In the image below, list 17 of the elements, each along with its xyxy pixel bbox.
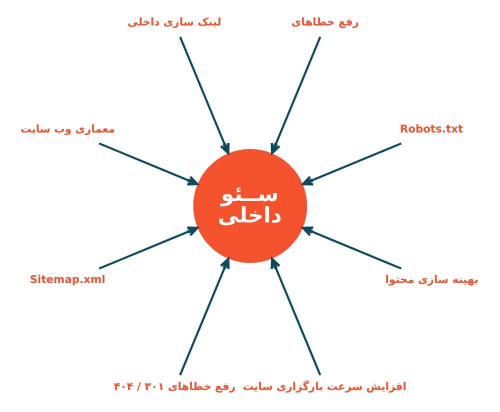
node-text: بهینه سازی محتوا [385,273,478,286]
arrow [179,36,230,154]
arrow [98,226,198,270]
node-text: Robots.txt [400,122,464,136]
arrow [270,36,322,154]
node-text: رفع خطاهای ۳۰۱ / ۴۰۴ [114,380,236,393]
node-circle: ســئو داخلی [193,149,308,263]
node-text: Sitemap.xml [30,273,106,286]
node-text: افزایش سرعت بارگزاری سایت [242,380,406,393]
node-text: رفع خطاهای [291,16,359,29]
arrow [179,258,230,376]
node-text: لینک سازی داخلی [128,16,222,29]
arrow [98,142,198,186]
arrow [302,142,402,186]
arrow [270,258,322,376]
arrow [302,226,402,270]
node-text: معماری وب سایت [20,122,116,136]
